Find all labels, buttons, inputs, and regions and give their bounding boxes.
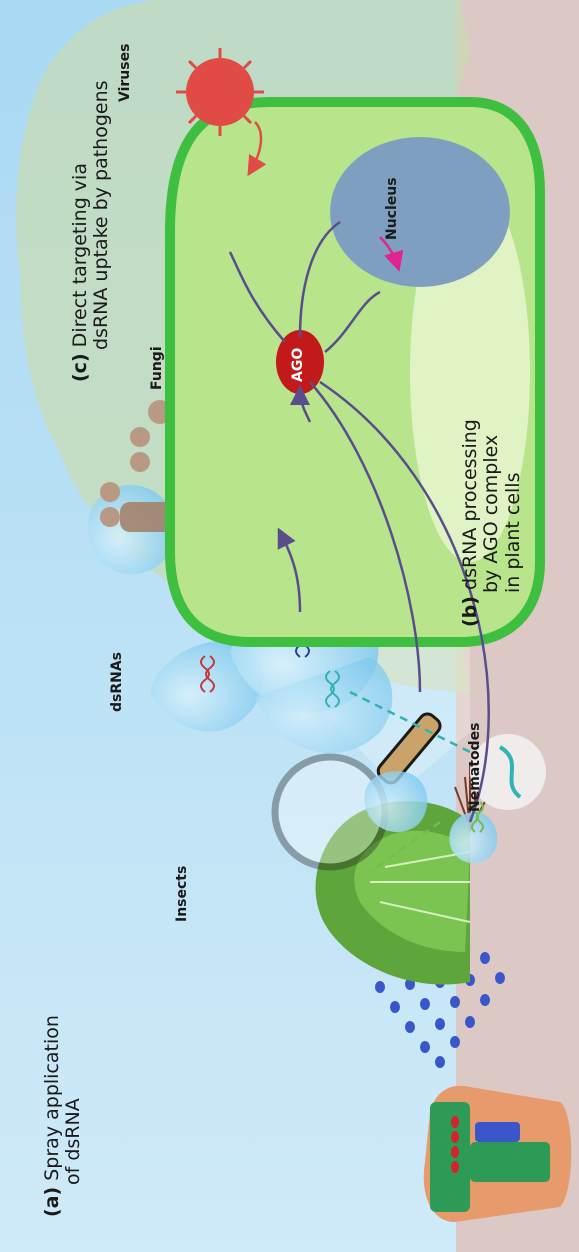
- label-nematodes: Nematodes: [468, 723, 484, 812]
- label-ago: AGO: [291, 348, 307, 382]
- label-spray-letter: (a): [41, 1187, 63, 1217]
- label-direct-letter: (c): [69, 353, 91, 382]
- label-direct-line1: Direct targeting via: [69, 163, 91, 347]
- label-spray: (a) Spray application of dsRNA: [42, 1015, 85, 1217]
- label-dsrnas: dsRNAs: [110, 652, 126, 712]
- nucleus-icon: [330, 137, 510, 287]
- label-nucleus: Nucleus: [385, 177, 401, 240]
- label-processing-line2: by AGO complex: [480, 435, 502, 593]
- label-fungi: Fungi: [150, 346, 166, 390]
- label-direct-line2: dsRNA uptake by pathogens: [90, 80, 112, 350]
- label-direct: (c) Direct targeting via dsRNA uptake by…: [70, 80, 113, 382]
- label-processing-letter: (b): [459, 596, 481, 627]
- label-insects: Insects: [175, 866, 191, 922]
- label-spray-line2: of dsRNA: [62, 1098, 84, 1185]
- label-spray-line1: Spray application: [41, 1015, 63, 1181]
- label-processing: (b) dsRNA processing by AGO complex in p…: [460, 419, 524, 627]
- label-viruses: Viruses: [118, 44, 134, 102]
- label-processing-line1: dsRNA processing: [459, 419, 481, 590]
- spray-bottle-icon: [424, 1086, 572, 1222]
- label-processing-line3: in plant cells: [502, 473, 524, 593]
